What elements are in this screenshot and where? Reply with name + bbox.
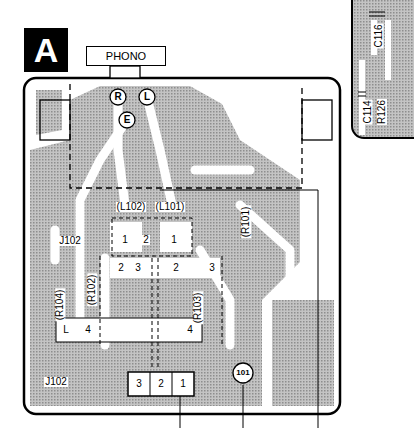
pin-number: 1 (179, 379, 187, 389)
connector-outline (128, 372, 194, 396)
pin-number: 4 (84, 325, 92, 335)
connector-name: PHONO (106, 51, 146, 62)
jack-outline (70, 84, 302, 188)
center-line (152, 258, 158, 368)
pin-number: 3 (208, 263, 216, 273)
copper-trace (362, 20, 388, 135)
part-label: (L102) (116, 202, 147, 212)
pin-number: 1 (121, 235, 129, 245)
component-outline (56, 318, 202, 342)
board-outline (24, 78, 340, 414)
circle-outline (110, 89, 126, 105)
part-label: (R102) (87, 274, 97, 307)
partial-board (352, 0, 414, 138)
pad (110, 222, 142, 252)
terminal-name: L (144, 92, 150, 102)
circle-outline (233, 363, 253, 383)
jack-tab (40, 100, 70, 140)
section-letter: A (34, 33, 59, 67)
leader-line (160, 190, 318, 428)
terminal-name: R (114, 92, 121, 102)
part-label: (R101) (241, 206, 251, 239)
terminal-circle: E (118, 111, 136, 129)
part-label: J102 (58, 236, 82, 246)
coil-outline (112, 218, 192, 256)
resistor-outline (100, 256, 222, 345)
part-label: C116 (374, 23, 384, 48)
circle-outline (119, 112, 135, 128)
terminal-name: E (124, 115, 131, 125)
pin-number: 1 (170, 235, 178, 245)
pin-number: 2 (142, 235, 150, 245)
pin-number: 3 (134, 263, 142, 273)
part-label: (R103) (193, 292, 203, 325)
part-label: L (62, 325, 70, 335)
connector-pin (150, 372, 172, 396)
part-label: J102 (44, 377, 68, 387)
section-badge: A (24, 28, 68, 72)
terminal-circle: 101 (232, 362, 254, 384)
jack-stub (110, 66, 140, 78)
copper-trace (55, 97, 290, 345)
jack-tab (302, 100, 332, 140)
pin-number: 3 (135, 379, 143, 389)
part-label: C114 (363, 99, 373, 124)
capacitor-symbol (369, 12, 385, 16)
part-label: (R104) (55, 289, 65, 322)
part-label: (L101) (155, 202, 186, 212)
part-label: R126 (377, 99, 387, 125)
leader-line (180, 396, 181, 428)
terminal-name: 101 (236, 369, 249, 377)
capacitor-symbol (358, 92, 366, 96)
pin-number: 2 (157, 379, 165, 389)
pin-number: 2 (172, 263, 180, 273)
pin-number: 2 (117, 263, 125, 273)
copper-area (272, 300, 334, 406)
leader-line (243, 385, 244, 428)
pad (110, 258, 220, 278)
terminal-circle: L (138, 88, 156, 106)
terminal-circle: R (109, 88, 127, 106)
pad (160, 222, 192, 252)
copper-area (30, 86, 300, 406)
connector-box: PHONO (86, 46, 166, 66)
circle-outline (139, 89, 155, 105)
pin-number: 4 (186, 325, 194, 335)
